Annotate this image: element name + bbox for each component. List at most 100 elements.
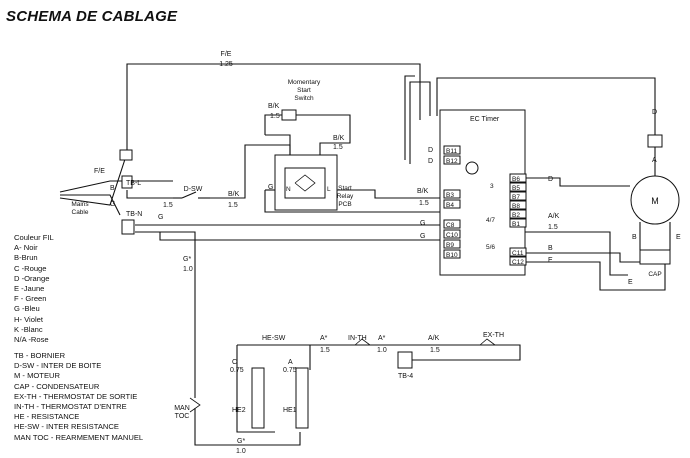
label-b-mains: B: [110, 185, 115, 192]
label-e-c12: E: [548, 257, 553, 264]
timer-terminal: [443, 249, 461, 259]
label-gstar: G*: [183, 256, 191, 263]
diagram-title: SCHEMA DE CABLAGE: [6, 8, 178, 25]
label-a-right: A: [652, 157, 657, 164]
label-bk-d-gauge: 1.5: [419, 200, 429, 207]
heater-he2: [251, 367, 265, 429]
label-bk-c-gauge: 1.5: [228, 202, 238, 209]
timer-terminal: [509, 182, 527, 192]
label-bk-b-gauge: 1.5: [333, 144, 343, 151]
wire-bk-switch: [264, 114, 351, 135]
timer-terminal-label: B7: [512, 194, 520, 201]
in-th-switch: [354, 338, 371, 346]
timer-terminal-label: B10: [446, 252, 458, 259]
label-d-right: D: [652, 109, 657, 116]
legend-color-item: E -Jaune: [14, 284, 45, 294]
wire-g-c10: [135, 231, 440, 241]
timer-terminal-label: C12: [512, 259, 524, 266]
wire-g-mid: [264, 190, 440, 213]
timer-terminal-label: B4: [446, 202, 454, 209]
wire-dsw: [126, 190, 173, 199]
label-ak2-gauge: 1.5: [430, 347, 440, 354]
label-he2: HE2: [232, 407, 246, 414]
legend-color-item: H- Violet: [14, 314, 43, 324]
label-g-c8: G: [420, 220, 425, 227]
label-gstar-gauge: 1.0: [183, 266, 193, 273]
wire-d-motor: [436, 77, 656, 135]
legend-color-item: B-Brun: [14, 253, 38, 263]
label-n3: 3: [490, 183, 494, 190]
timer-terminal-label: B5: [512, 185, 520, 192]
wire-e-c12: [525, 255, 666, 291]
timer-terminal: [443, 239, 461, 249]
legend-color-item: K -Blanc: [14, 324, 43, 334]
legend-color-item: F - Green: [14, 294, 47, 304]
legend-abbrev-item: EX-TH - THERMOSTAT DE SORTIE: [14, 391, 138, 401]
label-astar2-gauge: 1.0: [377, 347, 387, 354]
timer-terminal-label: B9: [446, 242, 454, 249]
ex-th-switch: [479, 338, 496, 346]
wire-c-he: [236, 345, 275, 433]
label-g-relay: G: [268, 184, 273, 191]
wire-bk-c: [210, 144, 291, 199]
timer-terminal: [443, 155, 461, 165]
label-cap: CAP: [648, 271, 661, 278]
label-fe-top: F/E: [221, 51, 232, 58]
label-c-he: C: [232, 359, 237, 366]
wire-d-b6: [525, 177, 630, 187]
label-astar2: A*: [378, 335, 386, 342]
label-in-th: IN-TH: [348, 335, 367, 342]
label-ak-gauge: 1.5: [548, 224, 558, 231]
label-he-sw: HE-SW: [262, 335, 286, 342]
label-gstar2: G*: [237, 438, 245, 445]
wire-mains-fe: [59, 152, 128, 206]
start-relay-inner: [284, 167, 326, 199]
timer-terminal: [509, 218, 527, 228]
label-d-b12: D: [428, 158, 433, 165]
timer-motor-symbol: [465, 161, 479, 175]
label-dsw: D-SW: [184, 186, 203, 193]
timer-terminal-label: B11: [446, 148, 457, 155]
label-l-term: L: [327, 186, 331, 193]
timer-terminal-label: B12: [446, 158, 458, 165]
motor-connector: [647, 134, 663, 148]
label-bk-a: B/K: [268, 103, 280, 110]
timer-terminal: [443, 229, 461, 239]
label-motor: M: [651, 196, 659, 206]
terminal-tbn: [121, 219, 135, 235]
timer-terminal-label: C8: [446, 222, 455, 229]
timer-terminal-label: C10: [446, 232, 458, 239]
wire-bk-b: [319, 130, 351, 155]
timer-terminal: [509, 200, 527, 210]
label-astar1-gauge: 1.5: [320, 347, 330, 354]
man-toc-switch: [189, 397, 201, 413]
legend-color-item: A- Noir: [14, 243, 38, 253]
label-ak2: A/K: [428, 335, 440, 342]
legend-abbrev-item: D-SW - INTER DE BOITE: [14, 361, 102, 371]
legend-abbrev-item: CAP - CONDENSATEUR: [14, 381, 100, 391]
label-g-c10: G: [420, 233, 425, 240]
terminal-fe: [119, 149, 133, 161]
tb4-terminal: [397, 351, 413, 369]
legend-abbrev-item: M - MOTEUR: [14, 371, 60, 381]
legend-color-item: D -Orange: [14, 273, 50, 283]
timer-terminal: [443, 219, 461, 229]
label-dsw-gauge: 1.5: [163, 202, 173, 209]
legend-abbrev-item: HE - RESISTANCE: [14, 412, 80, 422]
timer-terminal-label: C11: [512, 250, 524, 257]
legend-abbrev-item: MAN TOC - REARMEMENT MANUEL: [14, 432, 144, 442]
wire-d-b12: [409, 81, 431, 164]
timer-terminal: [509, 256, 527, 266]
wire-bk-d: [337, 189, 440, 199]
label-bk-d: B/K: [417, 188, 429, 195]
timer-terminal: [509, 173, 527, 183]
capacitor: [639, 249, 671, 265]
timer-terminal: [443, 199, 461, 209]
legend-heading: Couleur FIL: [14, 233, 54, 242]
